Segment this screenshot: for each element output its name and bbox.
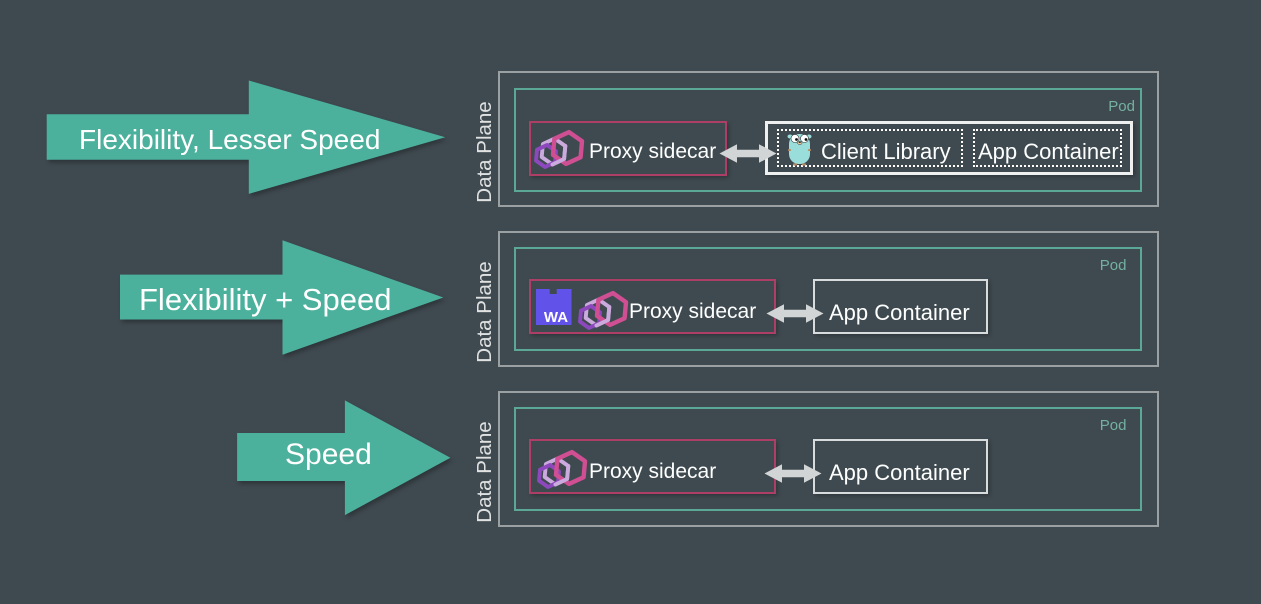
svg-text:WA: WA [543, 309, 567, 325]
